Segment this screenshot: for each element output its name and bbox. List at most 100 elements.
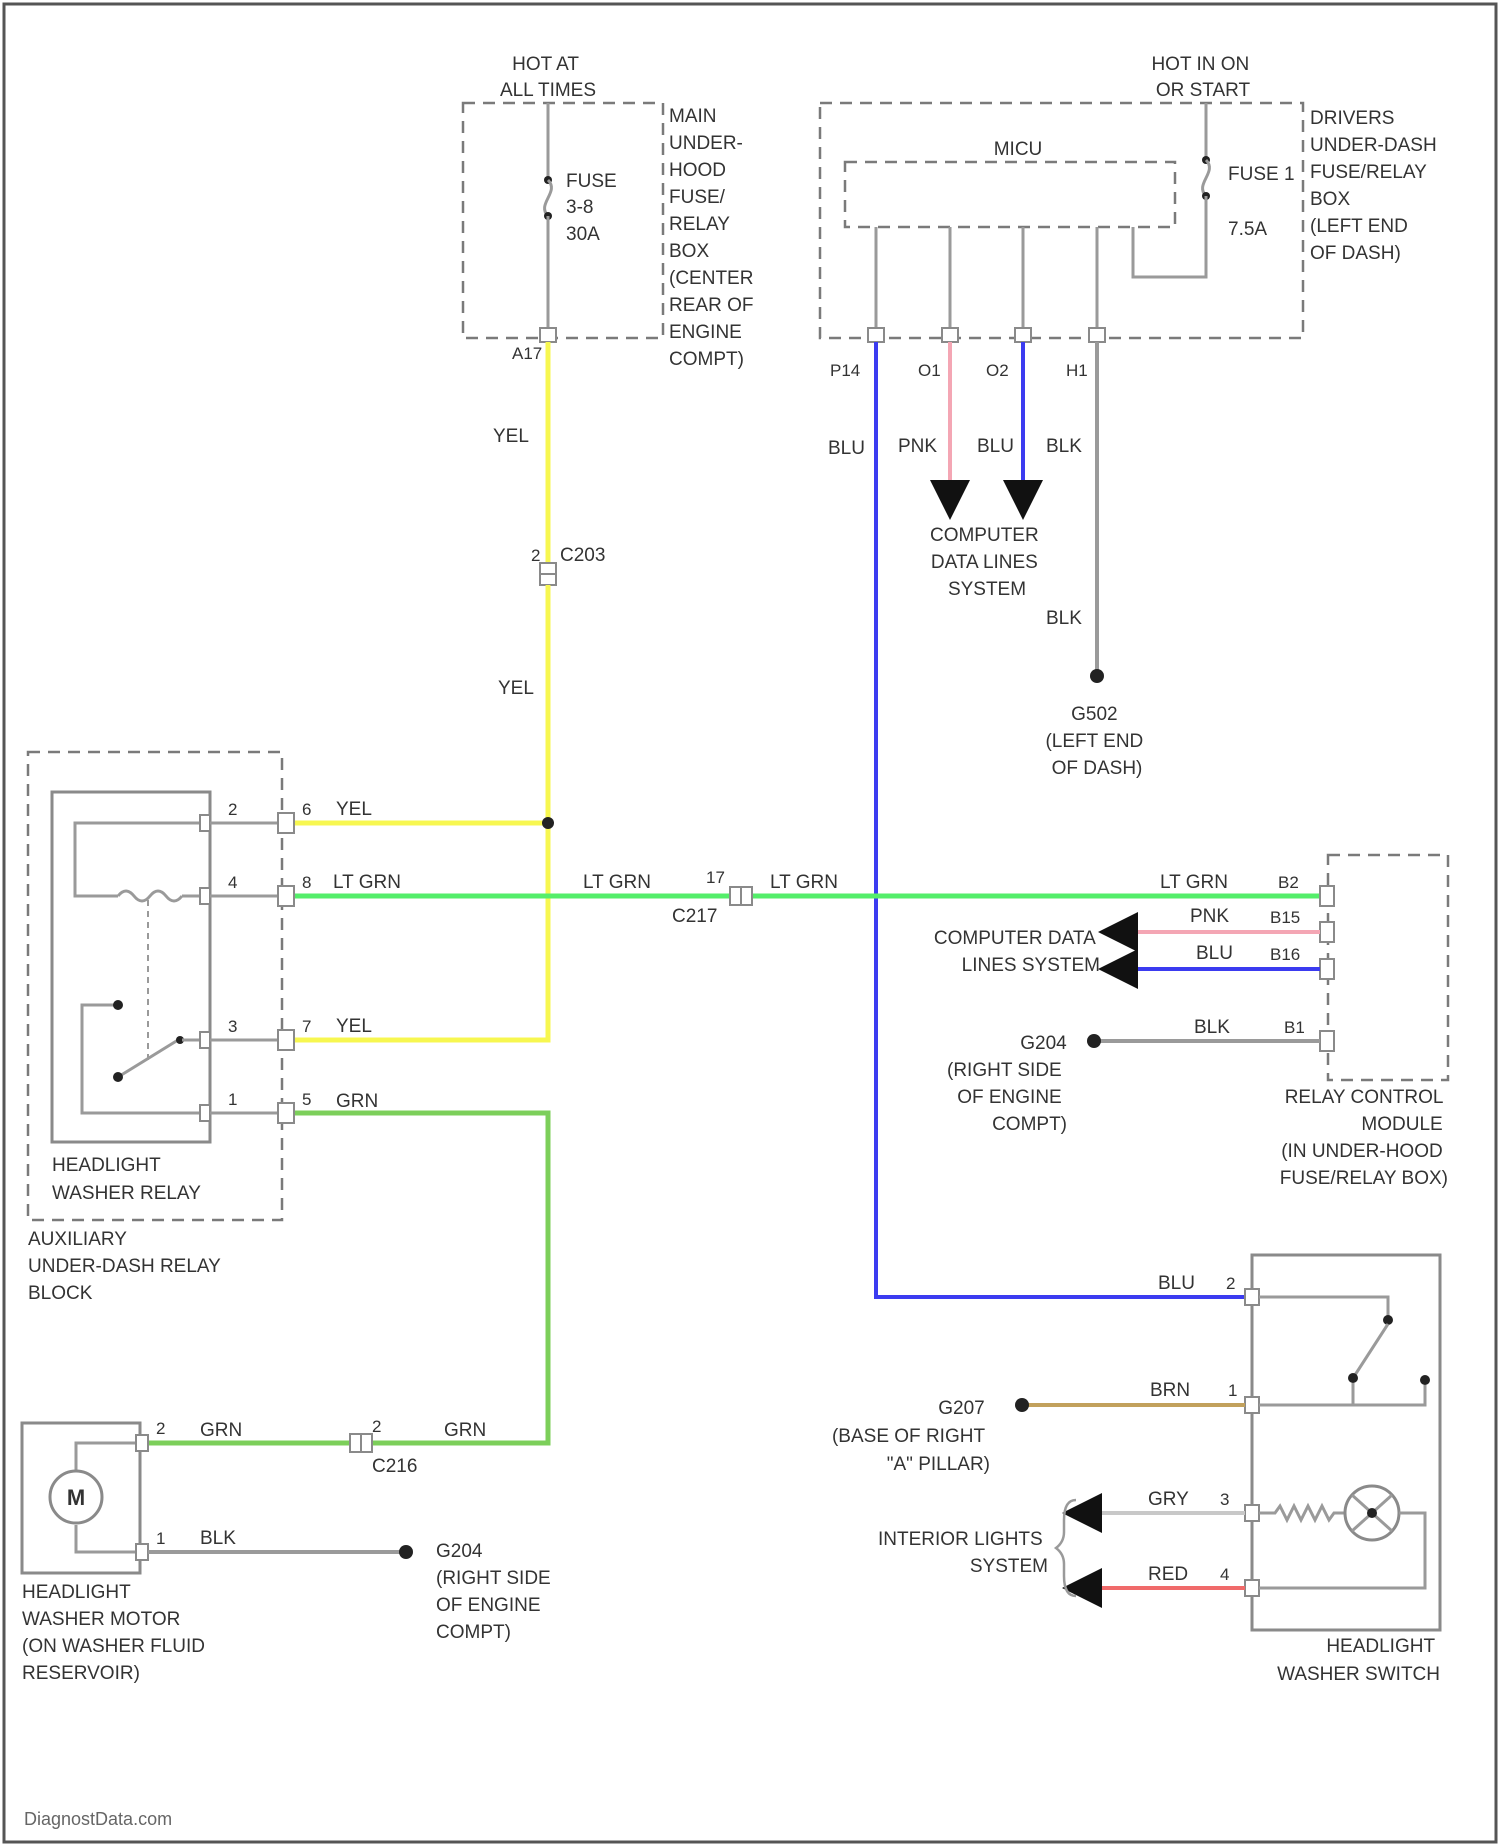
relay-outer-pin-5: 5 <box>302 1090 311 1109</box>
label-blu-switch: BLU <box>1158 1273 1195 1294</box>
switch-pin-3: 3 <box>1220 1490 1229 1509</box>
relay-outer-pin-8: 8 <box>302 873 311 892</box>
micu-label: MICU <box>994 139 1043 160</box>
label-lt-grn-3: LT GRN <box>770 872 838 893</box>
relay-control-module-outline <box>1328 855 1448 1080</box>
label-yel-pin7: YEL <box>336 1016 372 1037</box>
ground-g204-motor-label: G204 (RIGHT SIDE OF ENGINE COMPT) <box>436 1541 556 1643</box>
drivers-fuse-box: HOT IN ON OR START MICU FUSE 1 7.5A DRIV… <box>820 54 1442 380</box>
motor-pin-1: 1 <box>156 1529 165 1548</box>
pin-h1: H1 <box>1066 361 1088 380</box>
motor-pin-2: 2 <box>156 1419 165 1438</box>
motor-symbol: M <box>67 1485 85 1510</box>
switch-body <box>1252 1255 1440 1630</box>
watermark: DiagnostData.com <box>24 1809 172 1829</box>
pin-p14: P14 <box>830 361 860 380</box>
module-pin-b1: B1 <box>1284 1018 1305 1037</box>
switch-name-label: HEADLIGHT WASHER SWITCH <box>1277 1636 1440 1685</box>
splice-yel <box>542 817 554 829</box>
wire-blu-p14 <box>876 342 1245 1297</box>
interior-lights-label: INTERIOR LIGHTS SYSTEM <box>878 1529 1048 1577</box>
label-yel-lower: YEL <box>498 678 534 699</box>
wire-yel-pin7 <box>295 585 548 1040</box>
fuse-3-8-icon <box>545 180 552 216</box>
headlight-washer-motor: M 2 1 BLK G204 (RIGHT SIDE OF ENGINE COM… <box>22 1419 556 1684</box>
relay-inner-pin-3: 3 <box>228 1017 237 1036</box>
label-pnk-b15: PNK <box>1190 906 1229 927</box>
relay-control-module-label: RELAY CONTROL MODULE (IN UNDER-HOOD FUSE… <box>1280 1087 1448 1189</box>
relay-inner-pin-1: 1 <box>228 1090 237 1109</box>
main-fuse-pin-a17: A17 <box>512 344 542 363</box>
c217-label: C217 <box>672 906 717 927</box>
label-red-switch: RED <box>1148 1564 1188 1585</box>
computer-data-lines-label-1: COMPUTER DATA LINES SYSTEM <box>930 525 1044 600</box>
main-fuse-box-label: MAIN UNDER- HOOD FUSE/ RELAY BOX (CENTER… <box>669 106 759 370</box>
label-yel-pin6: YEL <box>336 799 372 820</box>
label-blu-p14: BLU <box>828 438 865 459</box>
ground-g204-icon <box>1087 1034 1101 1048</box>
label-lt-grn-2: LT GRN <box>583 872 651 893</box>
relay-inner-pin-2: 2 <box>228 800 237 819</box>
relay-inner-pin-4: 4 <box>228 873 237 892</box>
label-grn-motor: GRN <box>200 1420 242 1441</box>
label-brn-switch: BRN <box>1150 1380 1190 1401</box>
label-blu-b16: BLU <box>1196 943 1233 964</box>
fuse-1-label: FUSE 1 7.5A <box>1228 164 1300 240</box>
motor-name-label: HEADLIGHT WASHER MOTOR (ON WASHER FLUID … <box>22 1582 210 1684</box>
module-pin-b2: B2 <box>1278 873 1299 892</box>
relay-name-label: HEADLIGHT WASHER RELAY <box>52 1155 201 1204</box>
ground-g204-motor-icon <box>399 1545 413 1559</box>
wire-grn-relay <box>295 1113 548 1443</box>
label-pnk-o1: PNK <box>898 436 937 457</box>
switch-pin-4: 4 <box>1220 1565 1229 1584</box>
relay-outer-pin-6: 6 <box>302 800 311 819</box>
ground-g502-label: G502 (LEFT END OF DASH) <box>1045 704 1148 779</box>
c203-pin: 2 <box>531 546 540 565</box>
label-blu-o2: BLU <box>977 436 1014 457</box>
hot-in-on-or-start-label: HOT IN ON OR START <box>1151 54 1254 101</box>
module-pin-b15: B15 <box>1270 908 1300 927</box>
main-fuse-box-outline <box>463 103 663 338</box>
c216-pin: 2 <box>372 1417 381 1436</box>
c216-label: C216 <box>372 1456 417 1477</box>
headlight-washer-relay: 2 4 3 1 6 8 7 5 YEL YEL HEADLIGHT WASHER… <box>28 752 372 1304</box>
fuse-1-icon <box>1203 160 1210 196</box>
label-blk-h1: BLK <box>1046 436 1082 457</box>
label-grn-relay: GRN <box>336 1091 378 1112</box>
hot-at-all-times-label: HOT AT ALL TIMES <box>500 54 596 101</box>
switch-resistor-icon <box>1259 1506 1345 1520</box>
ground-g207-icon <box>1015 1398 1029 1412</box>
switch-contact-icon <box>1355 1324 1388 1375</box>
pin-o2: O2 <box>986 361 1009 380</box>
c203-label: C203 <box>560 545 605 566</box>
aux-relay-block-label: AUXILIARY UNDER-DASH RELAY BLOCK <box>28 1229 226 1304</box>
label-grn-c216: GRN <box>444 1420 486 1441</box>
label-blk-g502: BLK <box>1046 608 1082 629</box>
label-blk-motor: BLK <box>200 1528 236 1549</box>
fuse-3-8-label: FUSE 3-8 30A <box>566 171 622 245</box>
ground-g207-label: G207 (BASE OF RIGHT "A" PILLAR) <box>832 1398 990 1475</box>
main-fuse-pin-connector <box>540 328 556 342</box>
relay-control-module: B2 B15 B16 B1 PNK BLU BLK COMPUTER DATA … <box>934 855 1448 1189</box>
pin-o1: O1 <box>918 361 941 380</box>
relay-coil-icon <box>118 891 182 901</box>
headlight-washer-switch: 2 1 3 4 BLU BRN G207 (BASE OF RIGHT "A" … <box>832 1255 1440 1685</box>
c217-pin: 17 <box>706 868 725 887</box>
drivers-fuse-box-label: DRIVERS UNDER-DASH FUSE/RELAY BOX (LEFT … <box>1310 108 1442 264</box>
label-lt-grn-1: LT GRN <box>333 872 401 893</box>
ground-g502-icon <box>1090 669 1104 683</box>
relay-outer-pin-7: 7 <box>302 1017 311 1036</box>
module-pin-b16: B16 <box>1270 945 1300 964</box>
switch-pin-2: 2 <box>1226 1274 1235 1293</box>
ground-g204-module-label: G204 (RIGHT SIDE OF ENGINE COMPT) <box>947 1033 1072 1135</box>
label-gry-switch: GRY <box>1148 1489 1189 1510</box>
label-yel-upper: YEL <box>493 426 529 447</box>
label-lt-grn-4: LT GRN <box>1160 872 1228 893</box>
main-fuse-box: HOT AT ALL TIMES FUSE 3-8 30A A17 MAIN U… <box>463 54 759 370</box>
micu-outline <box>845 162 1175 227</box>
switch-pin-1: 1 <box>1228 1381 1237 1400</box>
interior-lights-bracket <box>1056 1500 1076 1596</box>
label-blk-b1: BLK <box>1194 1017 1230 1038</box>
computer-data-lines-label-2: COMPUTER DATA LINES SYSTEM <box>934 928 1100 976</box>
